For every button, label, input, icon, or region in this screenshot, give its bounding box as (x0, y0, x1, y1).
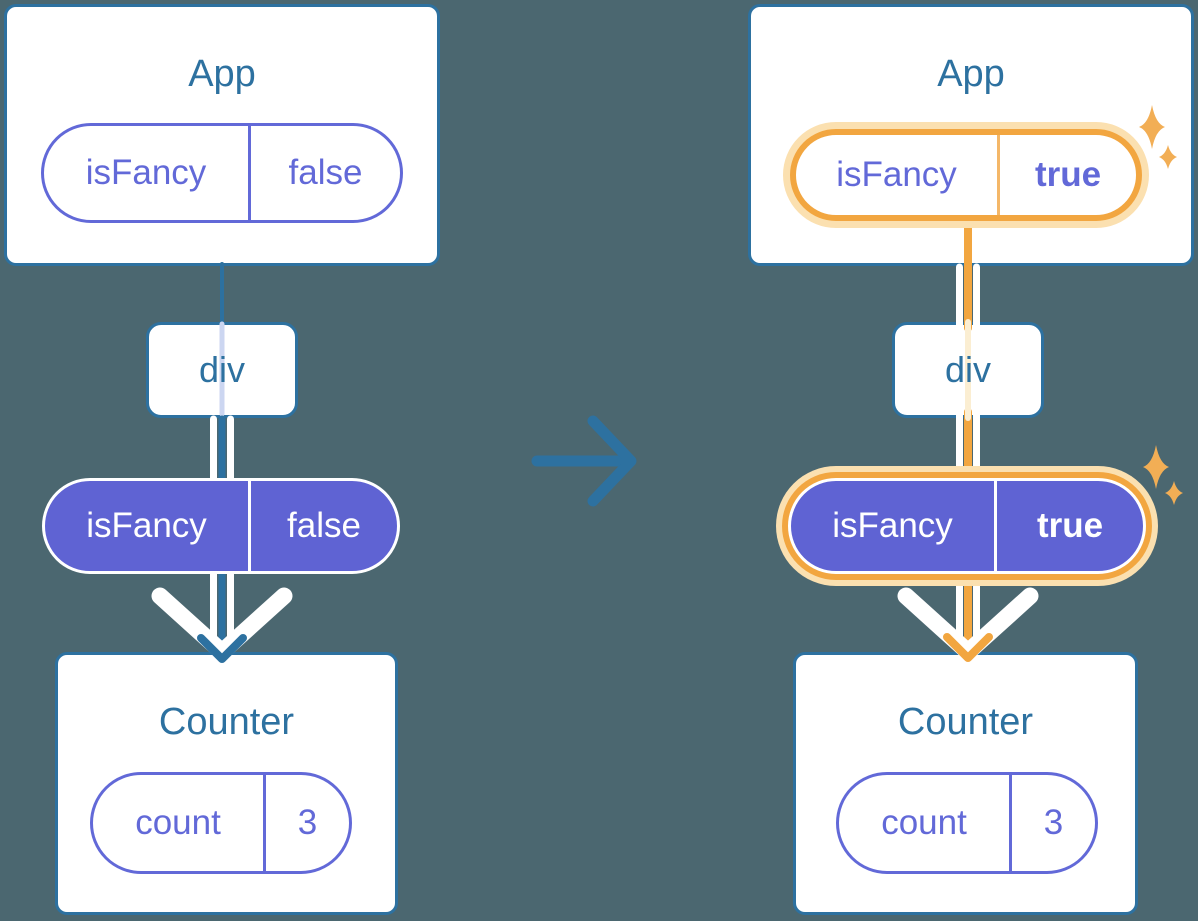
prop-key: isFancy (86, 506, 207, 545)
sparkle-icon-large (1143, 445, 1169, 489)
state-value: true (1034, 155, 1102, 194)
pill-divider (1009, 775, 1012, 871)
tree-before: App Counter div isFancy false isFancy fa… (0, 0, 452, 921)
passed-prop-pill: isFancy false (42, 478, 400, 574)
counter-state-pill: count 3 (836, 772, 1098, 874)
arrow-right-icon (531, 415, 637, 507)
sparkle-icon-large (1139, 105, 1165, 149)
prop-key: isFancy (832, 506, 953, 545)
app-node-title: App (188, 53, 256, 95)
counter-node-title: Counter (158, 701, 295, 743)
state-key: isFancy (836, 155, 957, 194)
app-state-pill: isFancy false (41, 123, 403, 223)
pill-divider (997, 135, 1000, 215)
passed-prop-pill-highlighted: isFancy true (788, 478, 1146, 574)
app-node-title: App (937, 53, 1005, 95)
counter-node-title: Counter (897, 701, 1034, 743)
div-node-label: div (944, 349, 992, 390)
pill-divider (994, 481, 997, 571)
state-key: isFancy (85, 153, 207, 192)
pill-divider (263, 775, 266, 871)
app-state-pill-highlighted: isFancy true (790, 129, 1142, 221)
pill-divider (248, 481, 251, 571)
count-key: count (881, 803, 967, 842)
tree-after: App Counter div isFancy true isF (746, 0, 1198, 921)
count-key: count (135, 803, 221, 842)
count-value: 3 (1043, 803, 1064, 842)
pill-divider (248, 126, 251, 220)
prop-value: false (287, 506, 361, 545)
sparkle-icon-small (1165, 481, 1183, 505)
state-value: false (288, 153, 363, 192)
counter-state-pill: count 3 (90, 772, 352, 874)
prop-value: true (1036, 506, 1104, 545)
div-node-label: div (198, 349, 246, 390)
count-value: 3 (297, 803, 318, 842)
sparkle-icon-small (1159, 145, 1177, 169)
